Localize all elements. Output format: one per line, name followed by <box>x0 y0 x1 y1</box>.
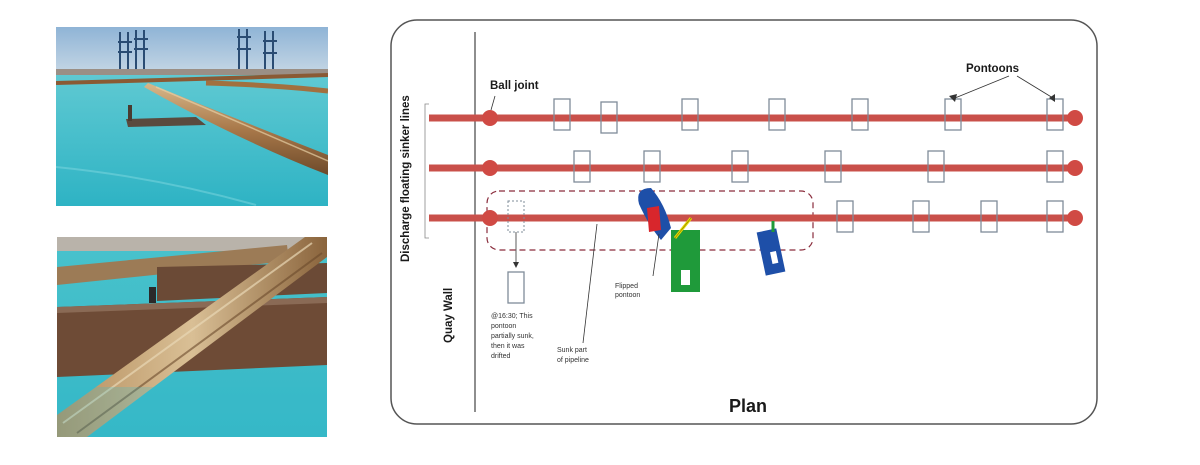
plan-title: Plan <box>729 396 767 416</box>
pontoon <box>731 150 749 183</box>
vertical-axis-label: Discharge floating sinker lines <box>400 95 412 262</box>
sunk-note-label-5: drifted <box>491 353 511 360</box>
pontoon <box>824 150 842 183</box>
pontoon <box>573 150 591 183</box>
sunk-note-label-4: then it was <box>491 343 525 350</box>
pipeline-plan-diagram: Discharge floating sinker lines Quay Wal… <box>390 19 1098 425</box>
ball-joint-marker <box>482 210 498 226</box>
sunk-note-label-1: @16:30; This <box>491 313 533 320</box>
sunk-pipeline-label-1: Sunk part <box>557 347 587 354</box>
pontoon <box>980 200 998 233</box>
drifted-pontoon <box>507 271 525 304</box>
sinker-lines-bracket <box>424 103 429 239</box>
ball-joint-marker <box>482 160 498 176</box>
flipped-pontoon-graphic <box>638 188 786 292</box>
sunk-pipeline-label-2: of pipeline <box>557 357 589 364</box>
pontoon <box>768 98 786 131</box>
pontoon <box>1046 200 1064 233</box>
flipped-pontoon-label-1: Flipped <box>615 283 638 290</box>
pontoon <box>600 101 618 134</box>
pontoon <box>1046 150 1064 183</box>
pontoon <box>681 98 699 131</box>
pontoon <box>912 200 930 233</box>
pontoons-label: Pontoons <box>966 63 1019 75</box>
end-joint-marker <box>1067 110 1083 126</box>
end-joint-marker <box>1067 160 1083 176</box>
ball-joint-marker <box>482 110 498 126</box>
pontoon <box>553 98 571 131</box>
pontoon <box>927 150 945 183</box>
photo-floating-pipeline-harbor <box>56 27 328 206</box>
quay-wall-label: Quay Wall <box>443 288 455 343</box>
pipeline-line-1 <box>429 110 1083 126</box>
ball-joint-label: Ball joint <box>490 80 539 92</box>
pontoon <box>851 98 869 131</box>
pontoon <box>836 200 854 233</box>
flipped-pontoon-label-2: pontoon <box>615 292 640 299</box>
sunk-note-label-3: partially sunk, <box>491 333 534 340</box>
sunk-note-label-2: pontoon <box>491 323 516 330</box>
pipeline-line-3 <box>429 210 1083 226</box>
end-joint-marker <box>1067 210 1083 226</box>
photo-rusty-pipelines-pontoons <box>57 237 327 437</box>
pontoon <box>643 150 661 183</box>
sunk-pontoon-outline <box>507 200 525 233</box>
pipeline-line-2 <box>429 160 1083 176</box>
